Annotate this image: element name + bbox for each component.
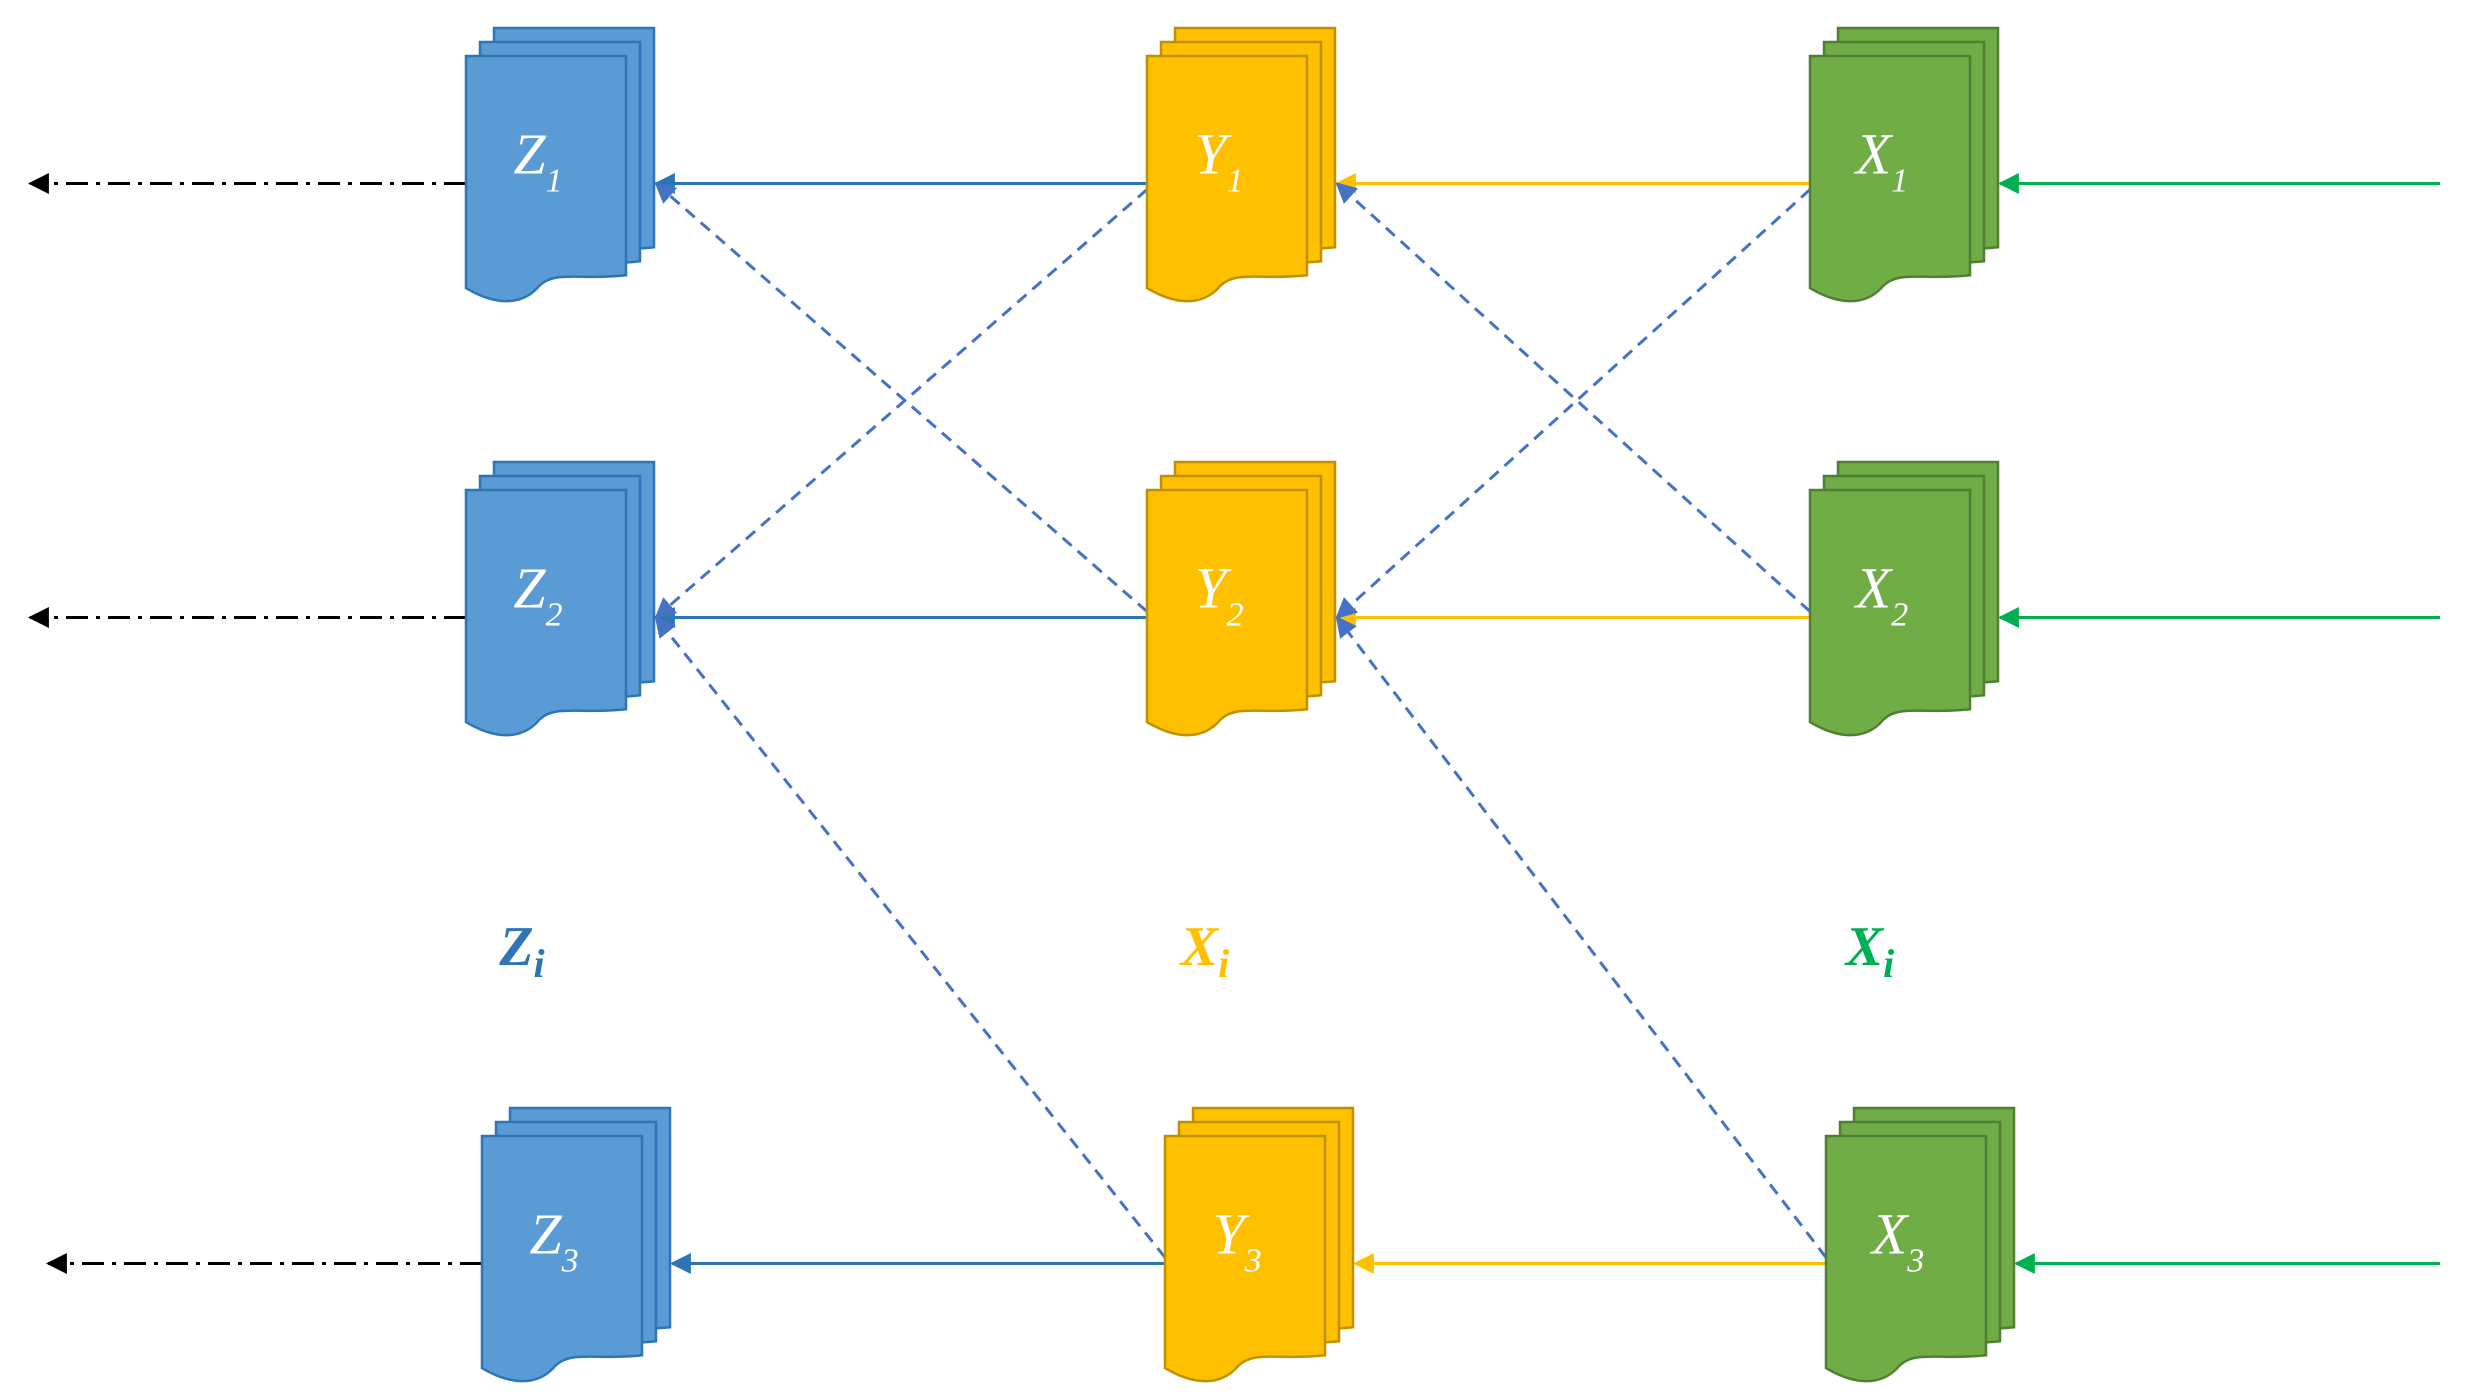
column-labels-layer: Zi Xi Xi	[498, 916, 1894, 986]
document-page-front	[1145, 488, 1309, 737]
node-x2: X2	[1808, 460, 2000, 737]
column-label-z: Zi	[498, 916, 544, 986]
edges-layer	[27, 173, 2440, 1274]
edge-y3-to-z2	[654, 615, 1167, 1259]
document-page-front	[1808, 488, 1972, 737]
node-label: X3	[1870, 1201, 1924, 1279]
node-x3: X3	[1824, 1106, 2016, 1383]
node-z1: Z1	[464, 26, 656, 303]
node-y1: Y1	[1145, 26, 1337, 303]
node-z2: Z2	[464, 460, 656, 737]
document-page-front	[1808, 54, 1972, 303]
document-page-front	[464, 54, 628, 303]
node-x1: X1	[1808, 26, 2000, 303]
node-label: X2	[1854, 555, 1908, 633]
column-label-y: Xi	[1179, 916, 1229, 986]
column-label-x: Xi	[1844, 916, 1894, 986]
document-page-front	[464, 488, 628, 737]
document-page-front	[1824, 1134, 1988, 1383]
document-page-front	[1145, 54, 1309, 303]
edge-x3-to-y2	[1335, 615, 1828, 1259]
node-label: X1	[1854, 121, 1908, 199]
edge-y2-to-z1	[654, 182, 1148, 613]
node-label: Z2	[513, 555, 562, 633]
document-page-front	[1163, 1134, 1327, 1383]
edge-y1-to-z2	[654, 188, 1148, 619]
document-page-front	[480, 1134, 644, 1383]
node-label: Z3	[529, 1201, 578, 1279]
node-y2: Y2	[1145, 460, 1337, 737]
node-label: Y2	[1194, 555, 1243, 633]
node-label: Z1	[513, 121, 562, 199]
node-label: Y3	[1212, 1201, 1261, 1279]
edge-x2-to-y1	[1335, 182, 1812, 613]
edge-x1-to-y2	[1335, 188, 1812, 619]
node-z3: Z3	[480, 1106, 672, 1383]
node-y3: Y3	[1163, 1106, 1355, 1383]
node-label: Y1	[1194, 121, 1243, 199]
